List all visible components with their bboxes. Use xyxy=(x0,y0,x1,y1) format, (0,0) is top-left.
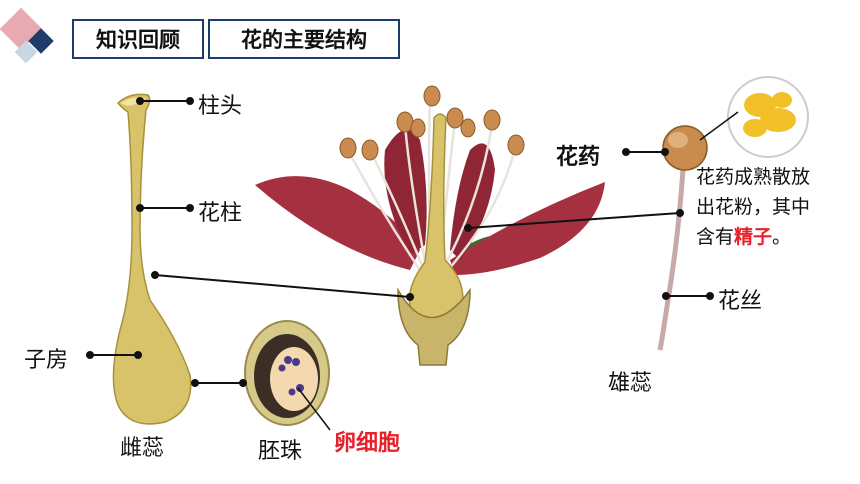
pollen-note-suffix: 。 xyxy=(772,226,792,248)
pollen-note-line2: 出花粉，其中 xyxy=(696,196,811,218)
label-anther: 花药 xyxy=(556,145,601,170)
pollen-note-prefix: 含有 xyxy=(696,226,735,248)
label-pistil: 雌蕊 xyxy=(120,436,165,461)
corner-logo xyxy=(0,7,54,64)
review-tab: 知识回顾 xyxy=(72,19,204,59)
pollen-magnified xyxy=(727,76,809,158)
label-ovule: 胚珠 xyxy=(258,439,303,464)
review-tab-label: 知识回顾 xyxy=(96,28,180,52)
sperm-highlight: 精子 xyxy=(734,226,773,248)
pollen-note: 花药成熟散放 出花粉，其中 含有精子。 xyxy=(696,162,846,252)
leader-lines xyxy=(86,97,739,431)
label-stigma: 柱头 xyxy=(198,94,243,119)
label-egg-cell: 卵细胞 xyxy=(334,431,401,456)
pollen-note-line3: 含有精子。 xyxy=(696,222,846,252)
label-stamen: 雄蕊 xyxy=(608,371,653,396)
stamen-illustration xyxy=(657,125,708,351)
pistil-illustration xyxy=(112,93,192,425)
topic-tab-label: 花的主要结构 xyxy=(241,28,367,52)
topic-tab: 花的主要结构 xyxy=(208,19,400,59)
label-filament: 花丝 xyxy=(718,289,763,314)
pollen-note-line1: 花药成熟散放 xyxy=(696,166,811,188)
label-ovary: 子房 xyxy=(24,348,69,373)
ovule-illustration xyxy=(244,320,330,426)
flower-illustration xyxy=(255,85,605,366)
label-style: 花柱 xyxy=(198,201,243,226)
